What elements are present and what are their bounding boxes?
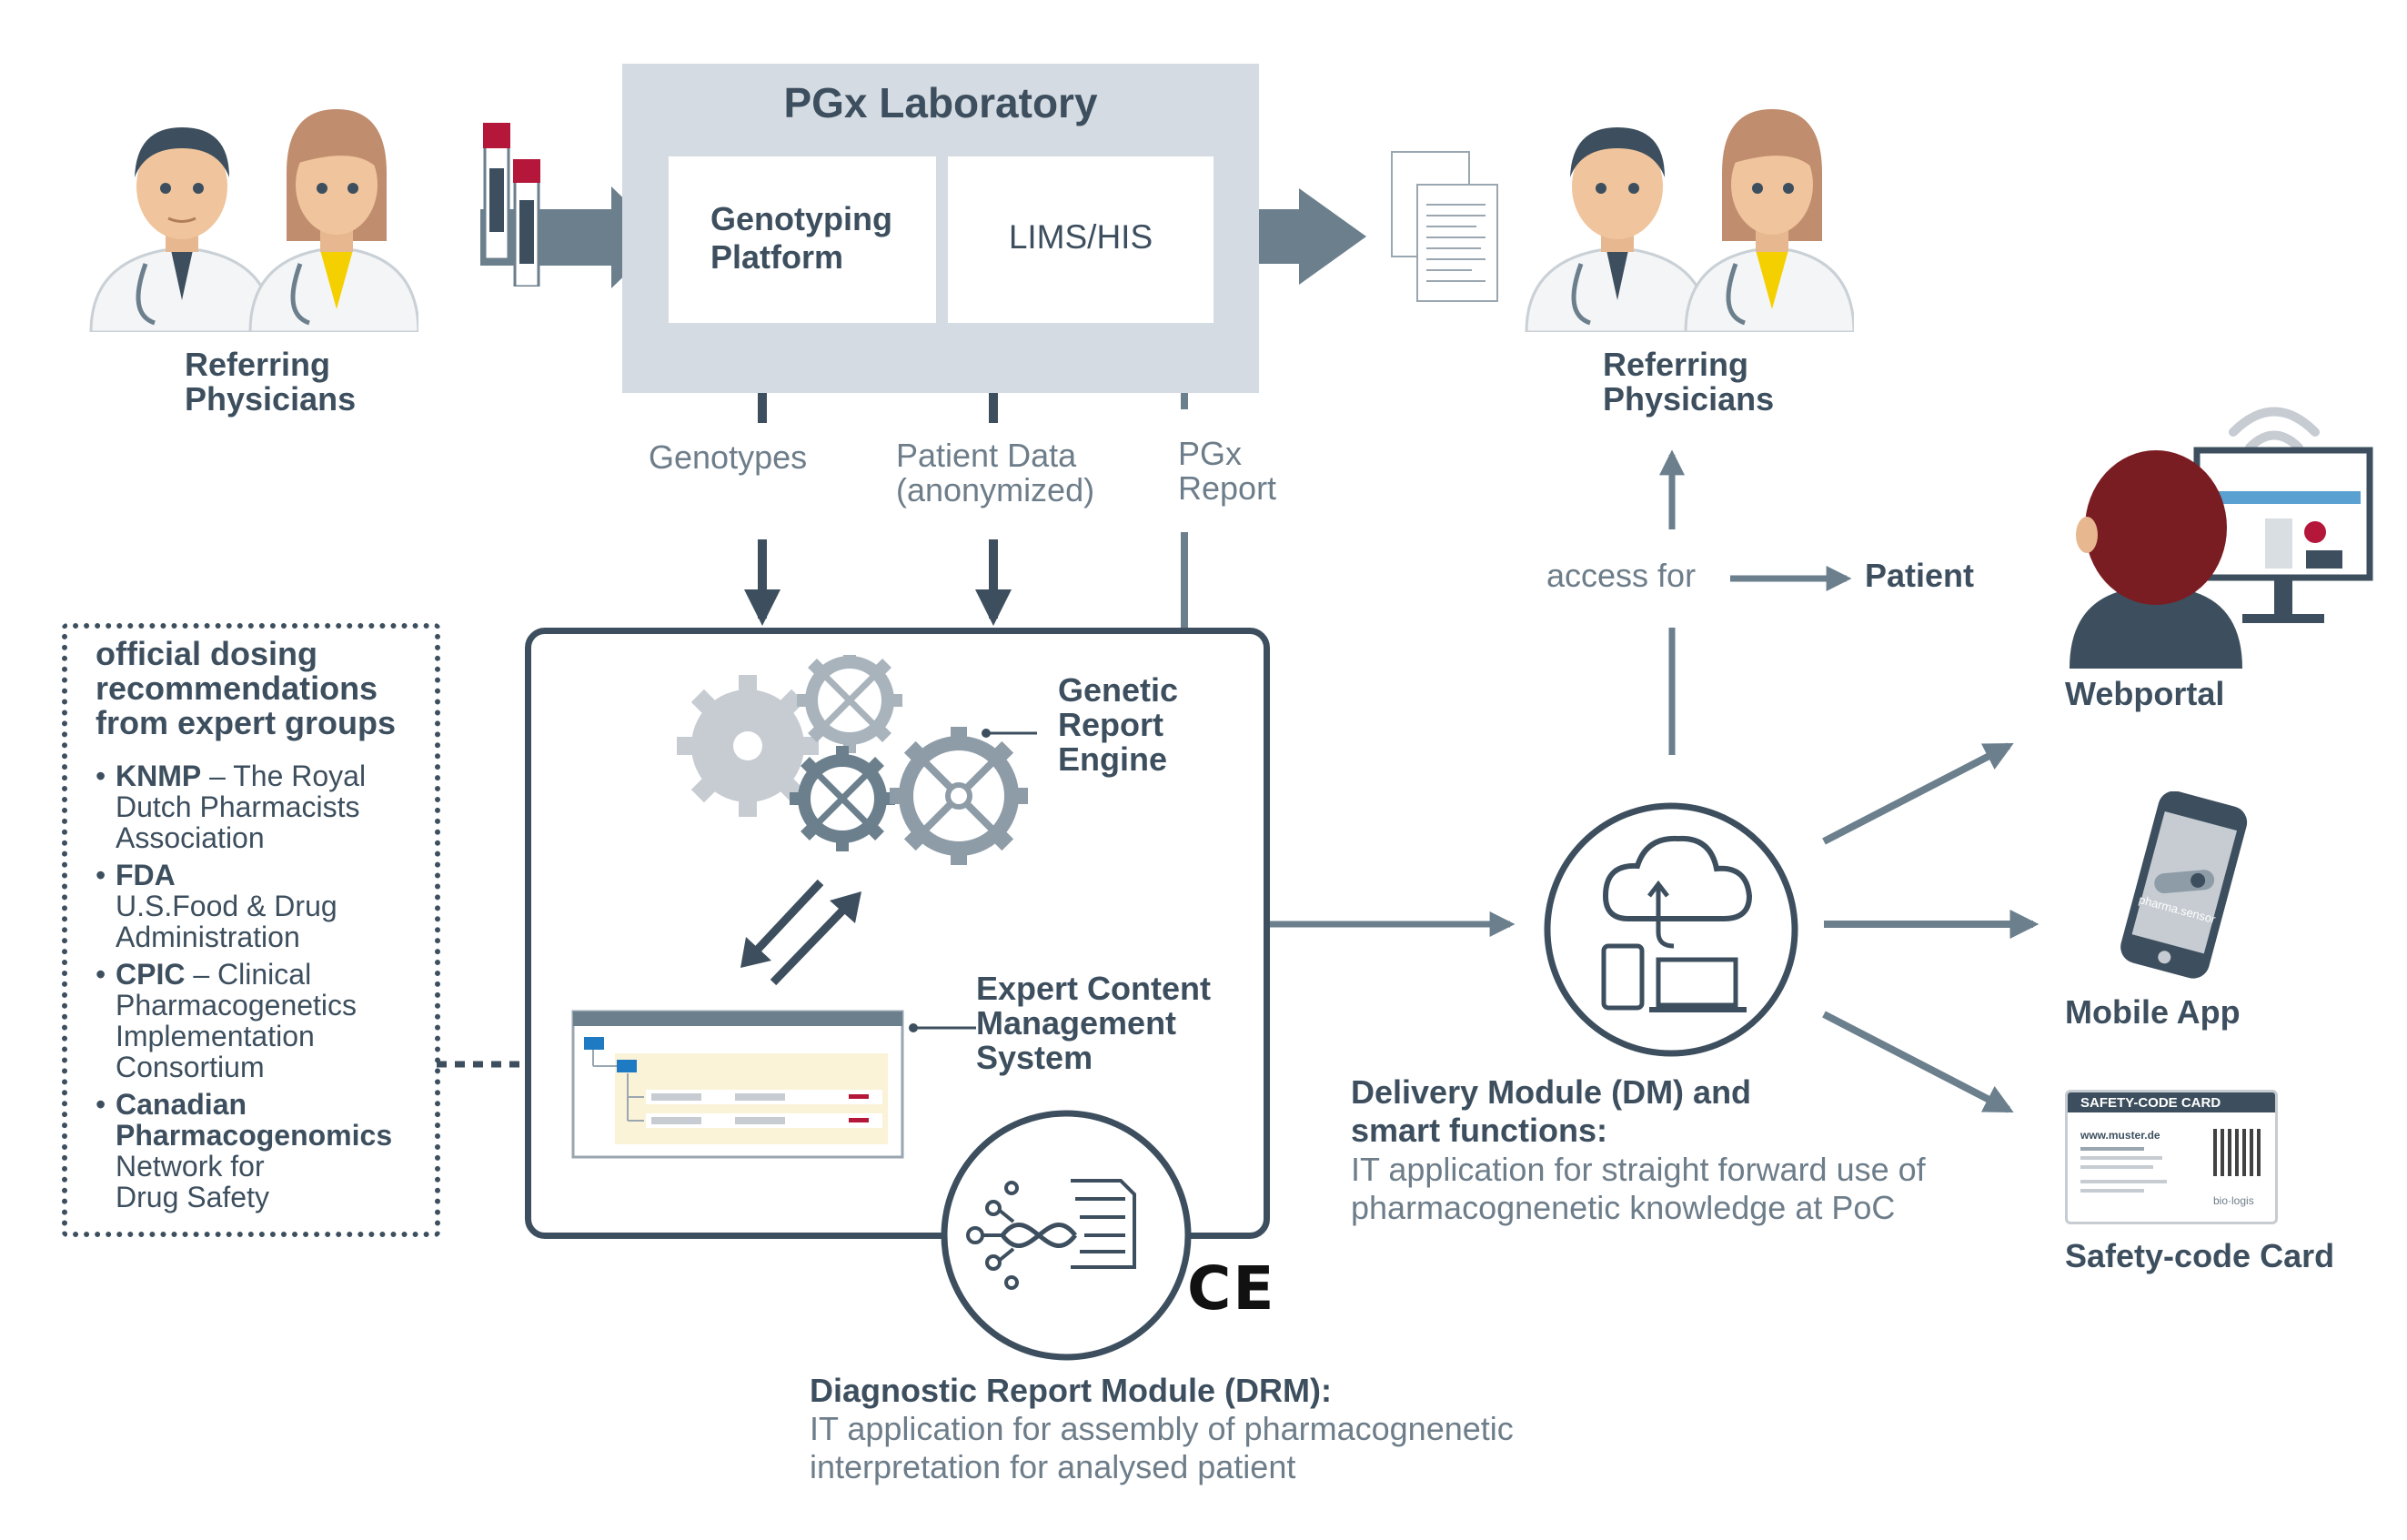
- genotypes-label: Genotypes: [649, 438, 808, 476]
- expert-groups-title: official dosing recommendations from exp…: [96, 635, 397, 741]
- patient-data-label: Patient Data (anonymized): [896, 437, 1095, 508]
- guideline-cpic-rest: – Clinical: [185, 958, 312, 991]
- safety-code-card-label: Safety-code Card: [2065, 1237, 2335, 1274]
- guideline-knmp-rest: – The Royal: [201, 760, 367, 792]
- sample-tubes-icon: [483, 123, 540, 287]
- dm-description: IT application for straight forward use …: [1351, 1151, 1926, 1226]
- guideline-fda-desc: U.S.Food & Drug Administration: [116, 890, 337, 953]
- to-card-arrow: [1822, 1011, 2014, 1113]
- lab-title: PGx Laboratory: [783, 79, 1098, 126]
- webportal-icon: [2070, 407, 2373, 669]
- webportal-label: Webportal: [2065, 675, 2225, 712]
- ecms-label: Expert Content Management System: [976, 970, 1212, 1076]
- card-brand-text: bio·logis: [2213, 1194, 2254, 1207]
- pgx-report-label: PGx Report: [1178, 435, 1277, 507]
- card-header-text: SAFETY-CODE CARD: [2080, 1095, 2221, 1111]
- patient-label: Patient: [1865, 557, 1975, 594]
- genotyping-platform-box: [669, 156, 936, 323]
- lims-box: [948, 156, 1214, 323]
- ecms-window-icon: [571, 1010, 904, 1159]
- guideline-canadian-desc: Network for Drug Safety: [116, 1150, 269, 1213]
- guideline-cpic-name: CPIC: [116, 958, 186, 991]
- referring-physicians-right-illustration: [1525, 109, 1854, 332]
- guideline-knmp-desc: Dutch Pharmacists Association: [116, 790, 360, 854]
- referring-physicians-right-label: Referring Physicians: [1603, 346, 1775, 418]
- card-url-text: www.muster.de: [2080, 1129, 2160, 1142]
- access-for-label: access for: [1546, 557, 1697, 594]
- genetic-report-engine-label: Genetic Report Engine: [1058, 671, 1179, 778]
- mobile-app-icon: pharma.sensor: [2120, 791, 2248, 979]
- ce-mark: CE: [1187, 1253, 1276, 1324]
- gears-icon: [677, 655, 1037, 865]
- referring-physicians-left-label: Referring Physicians: [185, 346, 357, 418]
- guideline-knmp-name: KNMP: [116, 760, 202, 792]
- safety-code-card-icon: SAFETY-CODE CARD www.muster.de bio·logis: [2065, 1090, 2278, 1224]
- to-webportal-arrow: [1822, 742, 2014, 845]
- expert-groups-box: [62, 623, 440, 1237]
- drm-title: Diagnostic Report Module (DRM):: [810, 1372, 1332, 1409]
- drm-description: IT application for assembly of pharmacog…: [810, 1410, 1514, 1485]
- sync-arrows-icon: [740, 879, 861, 986]
- drm-circle-icon: [941, 1110, 1192, 1361]
- guideline-canadian-name: Canadian Pharmacogenomics: [116, 1088, 393, 1152]
- mobile-app-label: Mobile App: [2065, 993, 2241, 1031]
- report-documents-icon: [1391, 151, 1498, 302]
- guideline-fda-name: FDA: [116, 859, 176, 891]
- qr-code-icon: [2213, 1129, 2261, 1176]
- ecms-pointer: [909, 1023, 976, 1032]
- referring-physicians-left-illustration: [89, 109, 418, 332]
- dm-circle-icon: [1544, 802, 1798, 1057]
- dm-title: Delivery Module (DM) and smart functions…: [1351, 1073, 1752, 1149]
- guideline-cpic-desc: Pharmacogenetics Implementation Consorti…: [116, 989, 358, 1083]
- genotyping-platform-label: Genotyping Platform: [710, 200, 892, 276]
- lims-label: LIMS/HIS: [1008, 218, 1153, 256]
